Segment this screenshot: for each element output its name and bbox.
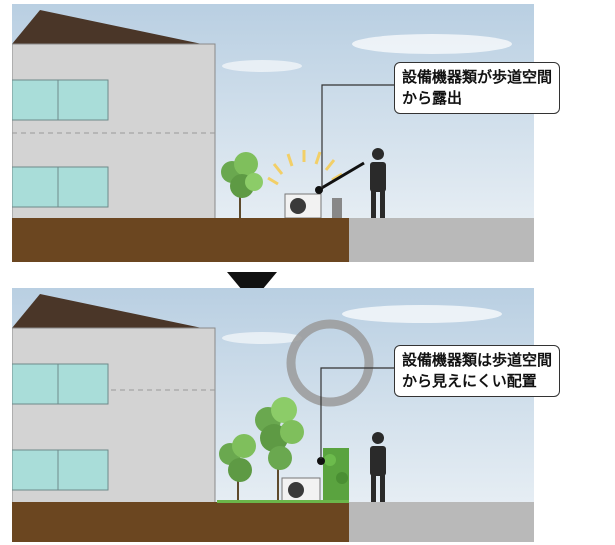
sidewalk — [349, 502, 534, 542]
sidewalk — [349, 218, 534, 262]
cloud — [222, 332, 302, 344]
window — [12, 166, 109, 208]
scene-before — [12, 4, 534, 262]
hedge-icon — [324, 454, 336, 466]
callout-dot — [315, 186, 323, 194]
ring-icon — [286, 319, 374, 407]
air-conditioner-icon — [281, 477, 321, 503]
callout-line — [321, 84, 396, 188]
cloud — [342, 305, 502, 323]
roof — [12, 10, 202, 44]
window — [12, 363, 109, 405]
sun-burst-icon — [267, 150, 343, 186]
callout-after-line-1: 設備機器類は歩道空間 — [402, 351, 553, 369]
soil — [12, 502, 349, 542]
callout-after: 設備機器類は歩道空間 から見えにくい配置 — [394, 345, 561, 397]
window — [12, 449, 109, 491]
scene-after — [12, 288, 534, 542]
person-silhouette-icon — [370, 432, 386, 502]
roof — [12, 294, 202, 328]
person-silhouette-icon — [370, 148, 386, 218]
callout-after-line-2: から見えにくい配置 — [402, 372, 537, 390]
tree-icon — [219, 434, 256, 502]
grass-strip — [217, 500, 349, 503]
cloud — [352, 34, 512, 54]
tree-icon — [255, 397, 304, 502]
callout-leader — [319, 161, 365, 191]
tree-icon — [221, 152, 263, 218]
callout-before-line-2: から露出 — [402, 89, 463, 107]
water-heater — [332, 198, 342, 218]
cloud — [222, 60, 302, 72]
callout-dot — [317, 457, 325, 465]
callout-before-line-1: 設備機器類が歩道空間 — [402, 68, 553, 86]
soil — [12, 218, 349, 262]
hedge-icon — [336, 472, 348, 484]
callout-before: 設備機器類が歩道空間 から露出 — [394, 62, 561, 114]
panel-after — [12, 288, 534, 542]
window — [12, 79, 109, 121]
callout-line — [320, 367, 396, 459]
air-conditioner-icon — [284, 193, 322, 219]
panel-before — [12, 4, 534, 262]
